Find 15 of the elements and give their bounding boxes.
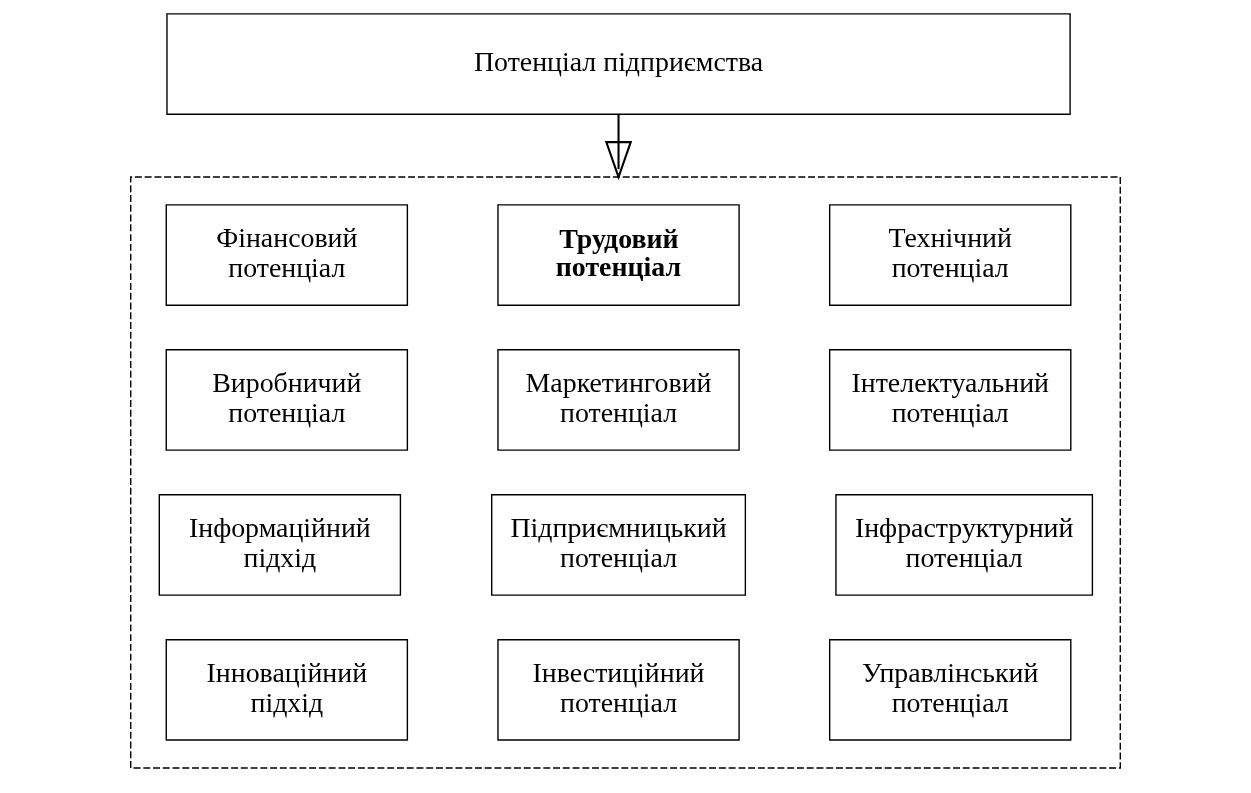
node-box: Управлінський потенціал: [829, 639, 1072, 741]
cluster: [130, 176, 1121, 769]
node-box: Потенціал підприємства: [166, 13, 1071, 115]
node-box: Інформаційний підхід: [158, 494, 402, 596]
node-box: Фінансовий потенціал: [165, 204, 409, 306]
node-box: Інтелектуальний потенціал: [829, 349, 1072, 451]
node-box: Інноваційний підхід: [165, 639, 409, 741]
node-box: Інвестиційний потенціал: [497, 639, 740, 741]
node-box: Трудовий потенціал: [497, 204, 740, 306]
node-box: Виробничий потенціал: [165, 349, 409, 451]
node-box: Маркетинговий потенціал: [497, 349, 740, 451]
node-box: Технічний потенціал: [829, 204, 1072, 306]
node-box: Інфраструктурний потенціал: [835, 494, 1094, 596]
node-box: Підприємницький потенціал: [491, 494, 747, 596]
arrow: [604, 114, 633, 181]
